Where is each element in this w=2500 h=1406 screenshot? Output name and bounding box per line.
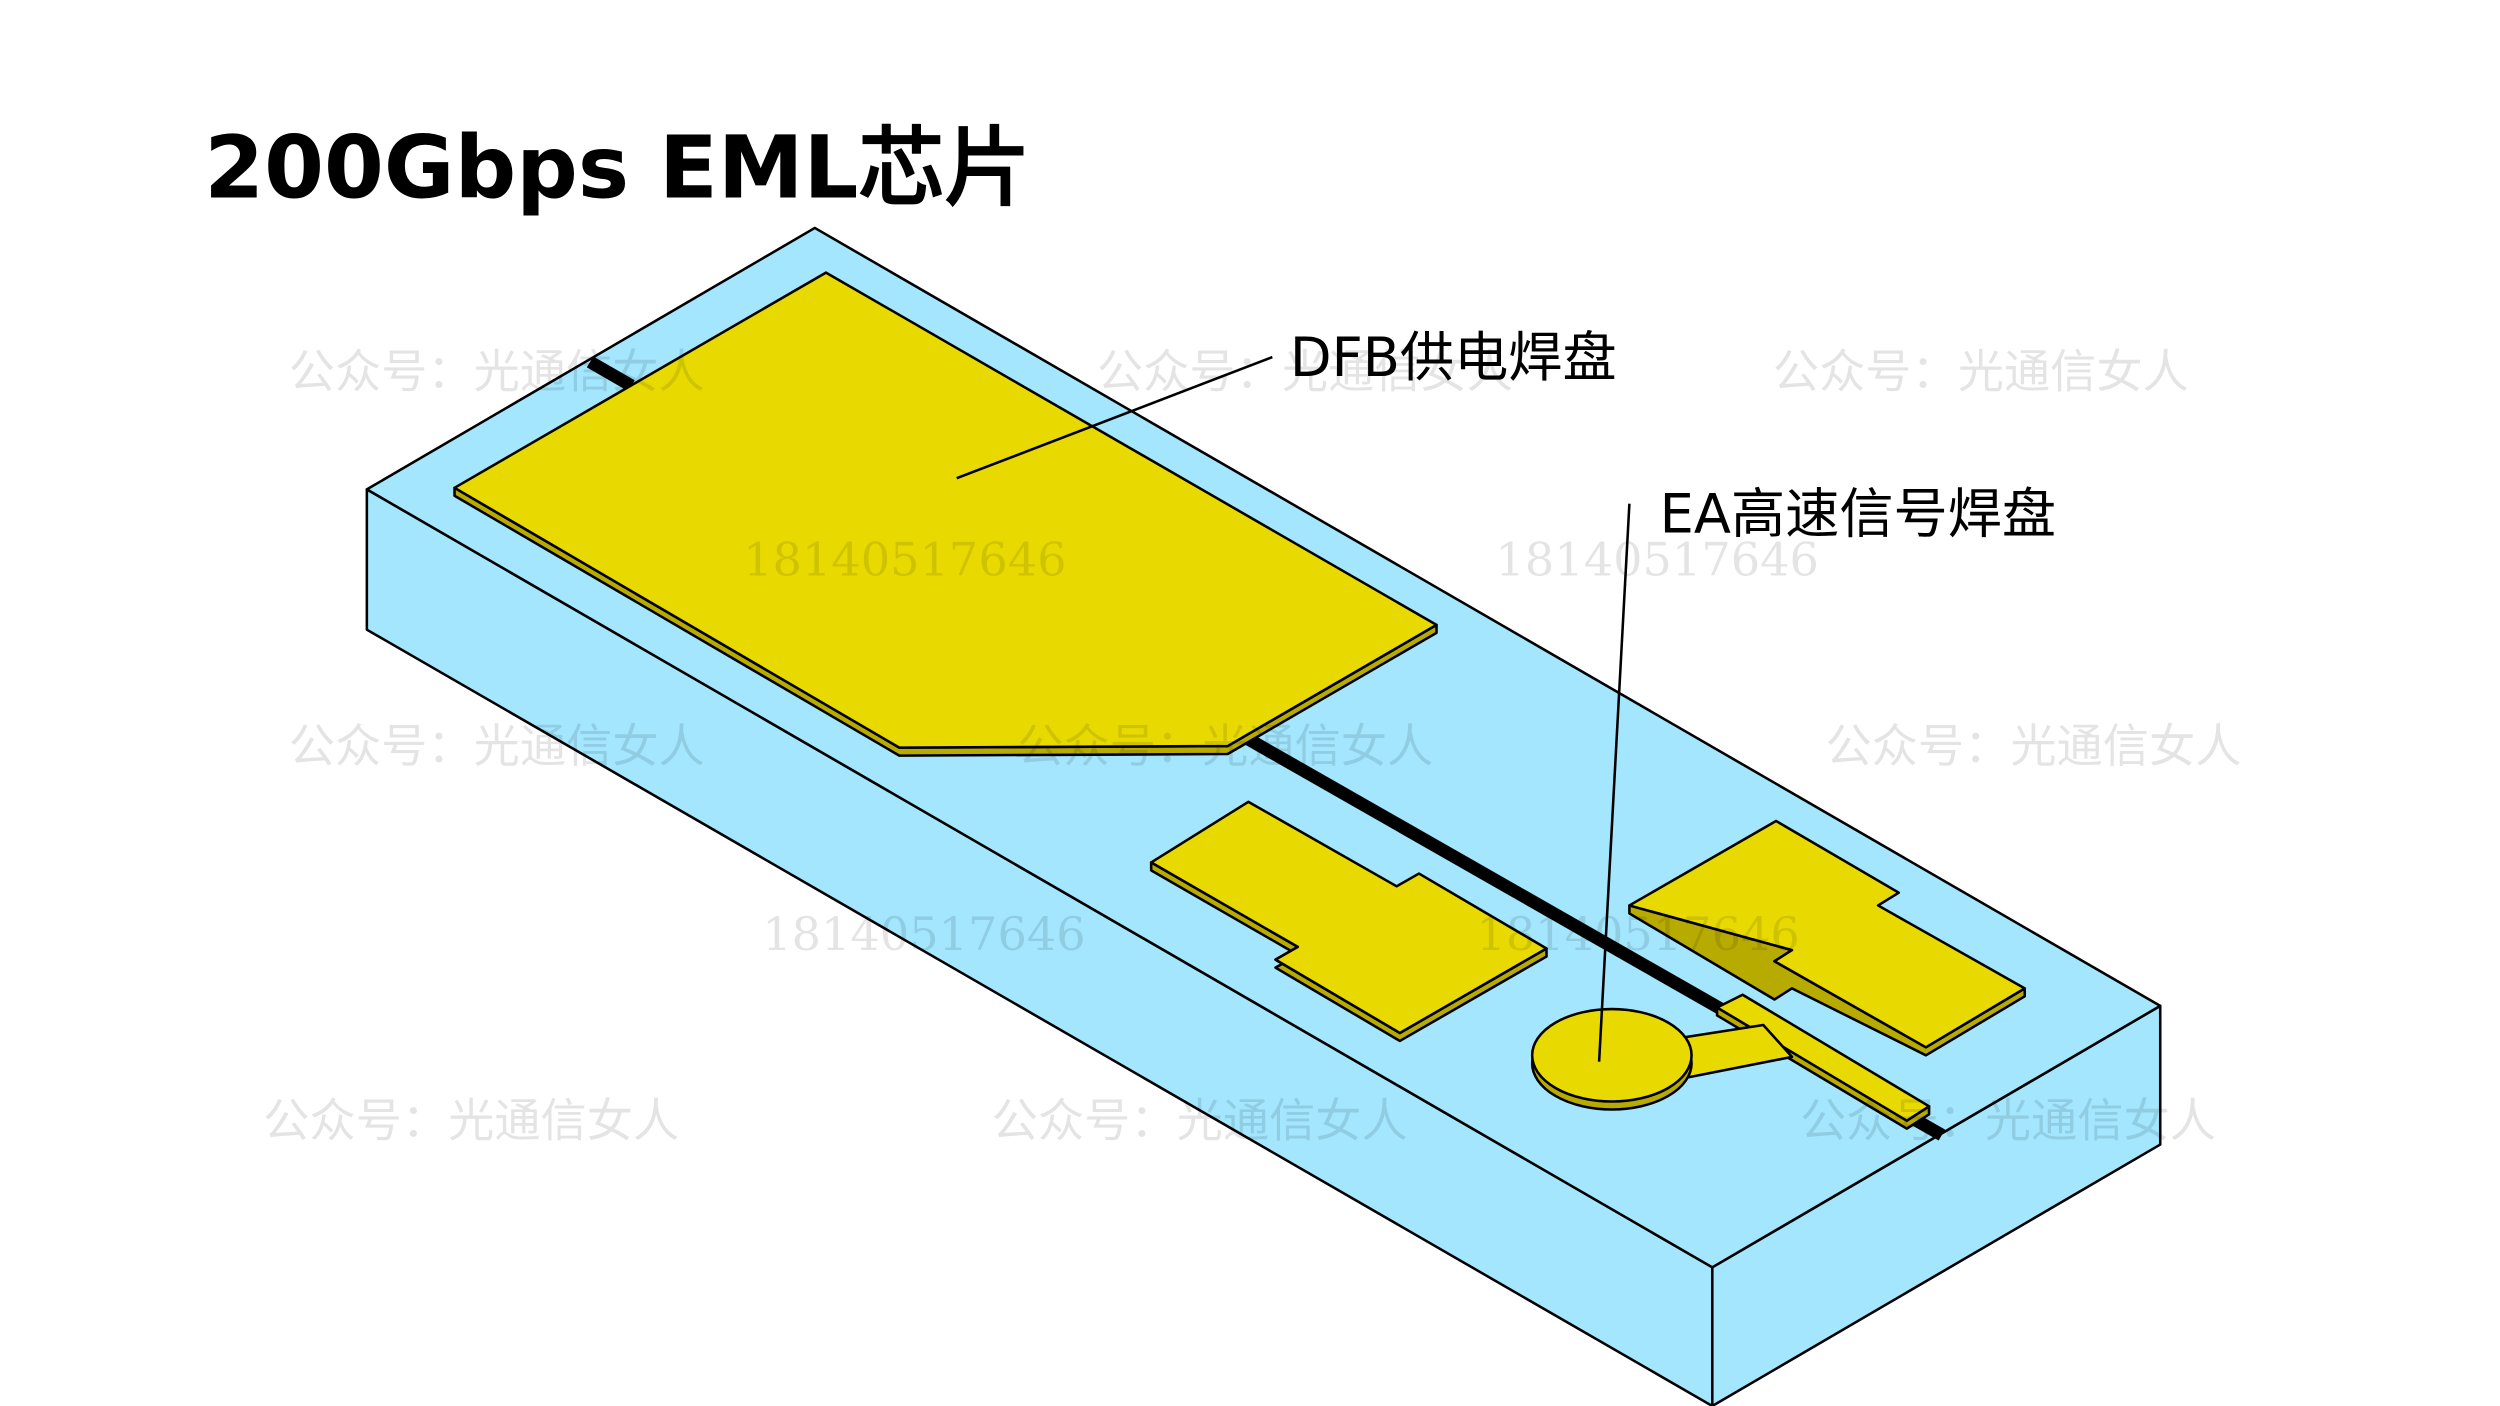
watermark: 18140517646: [1476, 907, 1799, 961]
watermark: 18140517646: [743, 532, 1066, 586]
watermark: 公众号：光通信女人: [992, 1094, 1408, 1148]
watermark: 公众号：光通信女人: [1017, 719, 1433, 773]
watermark: 公众号：光通信女人: [1773, 344, 2189, 398]
watermark: 公众号：光通信女人: [1800, 1094, 2216, 1148]
dfb-leader-line: [956, 355, 1273, 480]
page-title: 200Gbps EML芯片: [204, 119, 1030, 219]
watermark: 公众号：光通信女人: [289, 719, 705, 773]
ea-signal-pad: [1530, 993, 1931, 1130]
waveguide-trace-short: [586, 356, 635, 392]
watermark: 公众号：光通信女人: [289, 344, 705, 398]
watermark: 公众号：光通信女人: [1825, 719, 2241, 773]
ground-pad-right: [1628, 819, 2027, 1057]
ground-pad-left: [1149, 800, 1548, 1043]
watermark: 18140517646: [1495, 532, 1818, 586]
ea-pad-label: EA高速信号焊盘: [1660, 482, 2056, 545]
dfb-pad-label: DFB供电焊盘: [1290, 326, 1617, 389]
watermark: 18140517646: [762, 907, 1085, 961]
dfb-power-pad: [453, 271, 1438, 757]
watermarks: 公众号：光通信女人 公众号：光通信女人 公众号：光通信女人 1814051764…: [263, 344, 2241, 1147]
watermark: 公众号：光通信女人: [1097, 344, 1513, 398]
ea-leader-line: [1597, 503, 1631, 1062]
watermark: 公众号：光通信女人: [263, 1094, 679, 1148]
